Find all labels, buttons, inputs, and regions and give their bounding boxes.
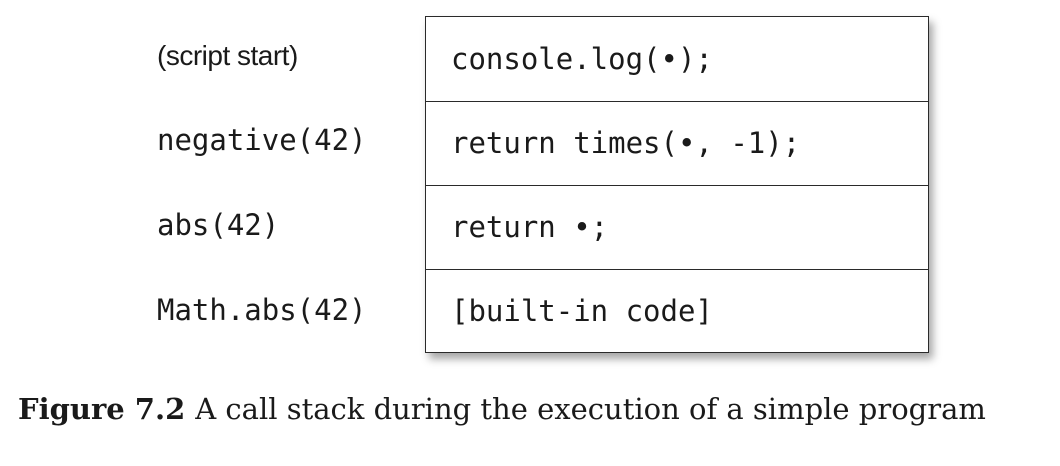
stack-frame-code: [built-in code] xyxy=(451,294,713,328)
figure-caption-text: A call stack during the execution of a s… xyxy=(195,392,986,426)
frame-label-abs: abs(42) xyxy=(157,208,280,242)
stack-frame: [built-in code] xyxy=(426,269,928,353)
stack-frame-code: return times(•, -1); xyxy=(451,126,801,160)
call-stack-box: console.log(•); return times(•, -1); ret… xyxy=(425,16,929,353)
stack-frame-code: console.log(•); xyxy=(451,42,713,76)
frame-label-math-abs: Math.abs(42) xyxy=(157,293,367,327)
stack-frame: console.log(•); xyxy=(426,17,928,101)
stack-frame: return times(•, -1); xyxy=(426,101,928,185)
frame-label-script-start: (script start) xyxy=(157,40,298,71)
frame-label-negative: negative(42) xyxy=(157,123,367,157)
figure-caption-label: Figure 7.2 xyxy=(18,392,186,426)
stack-frame-code: return •; xyxy=(451,210,609,244)
figure-caption: Figure 7.2 A call stack during the execut… xyxy=(18,392,986,426)
stack-frame: return •; xyxy=(426,185,928,269)
